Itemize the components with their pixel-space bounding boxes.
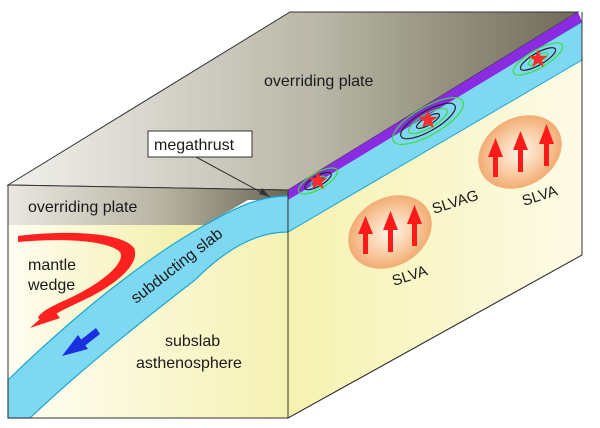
subducting-slab xyxy=(7,195,289,419)
overriding-plate-front-label: overriding plate xyxy=(28,199,138,216)
slva-zone-right xyxy=(478,115,562,189)
star-icon xyxy=(528,49,548,68)
mantle-wedge-label-line2: wedge xyxy=(27,277,75,294)
star-icon xyxy=(308,171,328,190)
megathrust-pointer xyxy=(195,156,271,198)
overriding-plate-top-label: overriding plate xyxy=(264,73,374,90)
front-overriding-plate-face xyxy=(8,185,288,225)
star-icon xyxy=(418,110,438,129)
block-outline xyxy=(7,12,583,419)
megathrust-pointer-head xyxy=(259,188,270,197)
subslab-asthenosphere-region xyxy=(8,232,288,418)
mantle-wedge-label-line1: mantle xyxy=(28,257,76,274)
mantle-flow-arrow xyxy=(18,232,136,328)
mantle-wedge-region xyxy=(8,225,205,380)
slab-motion-arrow xyxy=(62,328,100,356)
subslab-label-line1: subslab xyxy=(165,333,220,350)
megathrust-label-box xyxy=(147,130,253,158)
slva-zone-left xyxy=(348,195,432,269)
megathrust-label: megathrust xyxy=(154,137,235,154)
subslab-label-line2: asthenosphere xyxy=(136,355,242,372)
